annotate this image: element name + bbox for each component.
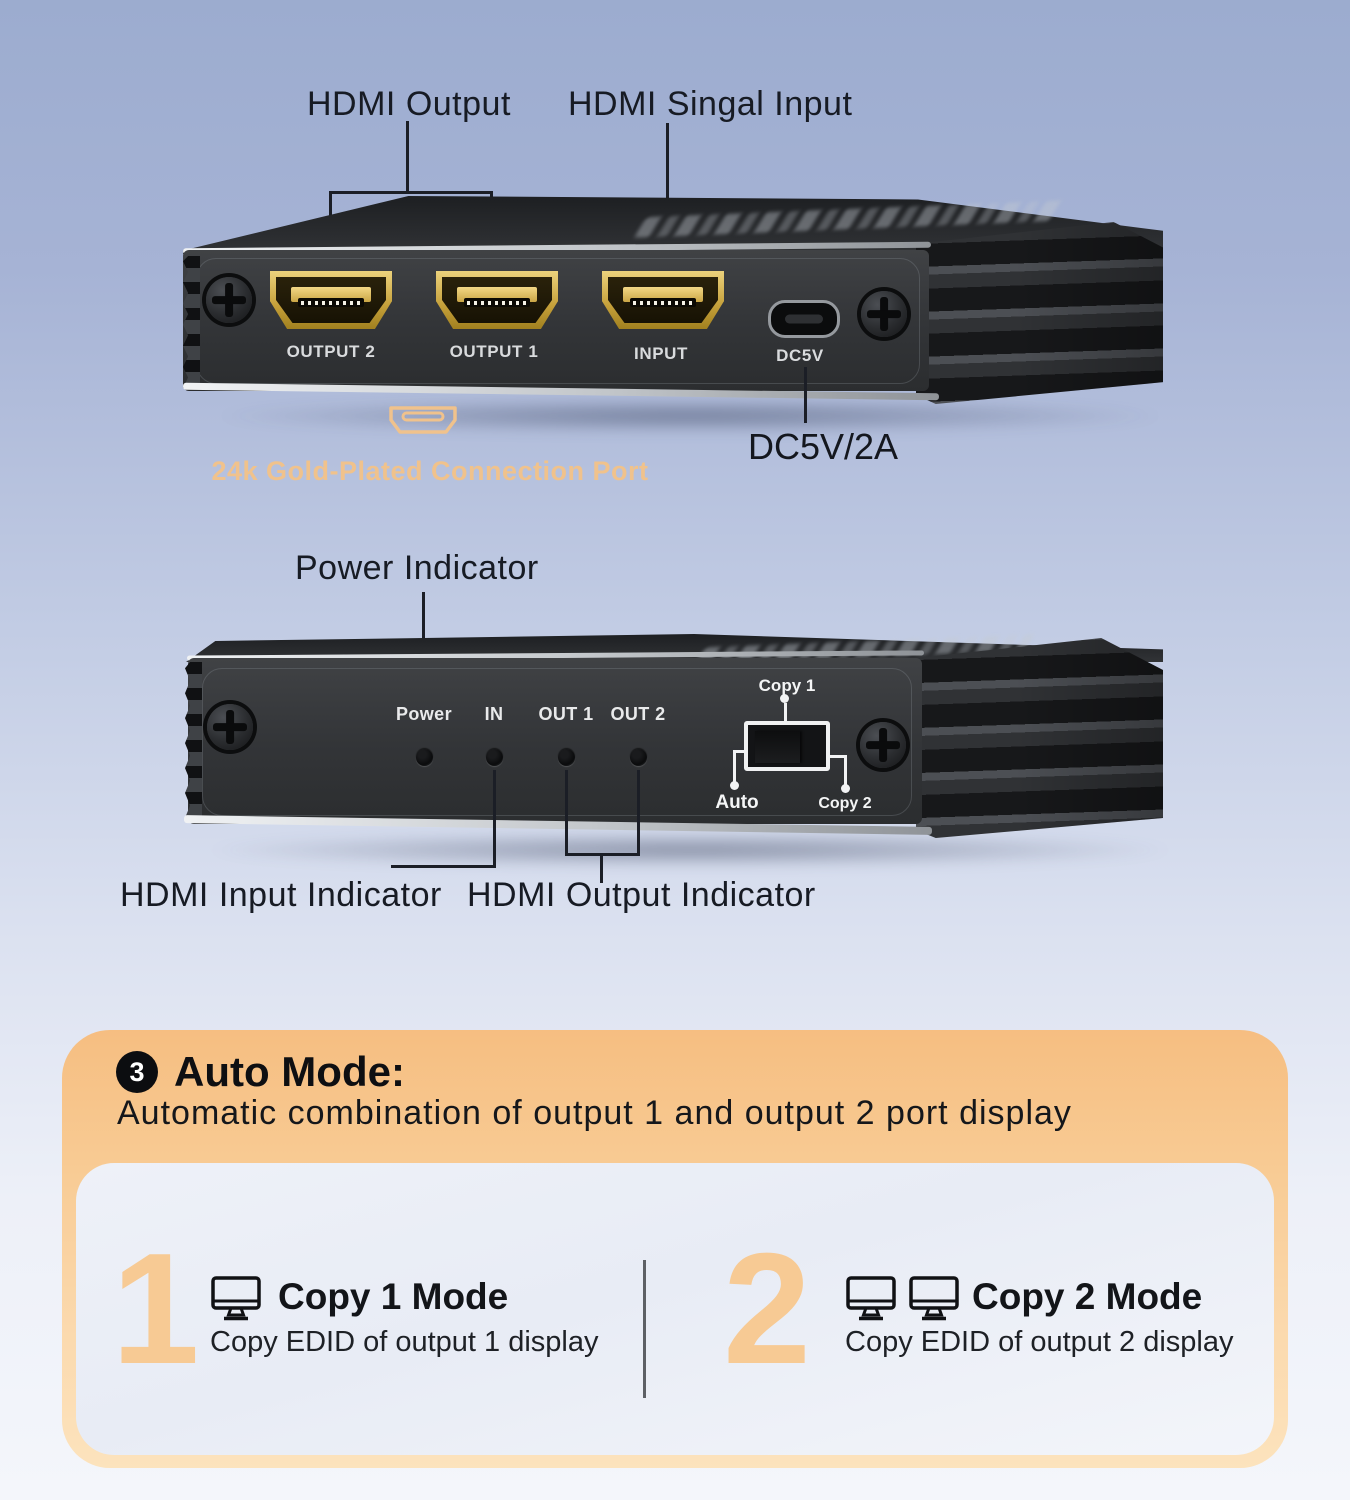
led-label-out2: OUT 2 [610,704,666,724]
switch-dot [730,781,739,790]
callout-line [804,367,807,423]
callout-line [493,770,496,868]
heatsink-fins [916,222,1163,404]
switch-line [784,703,787,722]
switch-line [733,750,736,783]
led-label-out1: OUT 1 [538,704,594,724]
usb-c-port [768,300,840,338]
hdmi-signal-input-callout: HDMI Singal Input [568,85,853,123]
circled-3-badge: 3 [116,1051,158,1093]
callout-line [637,770,640,856]
gold-plated-note: 24k Gold-Plated Connection Port [211,456,649,486]
device-shadow [200,832,1180,868]
screw-icon [861,291,907,337]
callout-line [406,121,409,194]
hdmi-port-input [602,271,724,329]
switch-label-auto: Auto [715,792,759,813]
card-title: Auto Mode: [174,1048,405,1095]
screw-icon [207,704,253,750]
monitor-icon [909,1276,959,1321]
led-indicator-power [416,749,433,766]
column-divider [643,1260,646,1398]
monitor-icon [846,1276,896,1321]
switch-label-copy2: Copy 2 [818,795,872,812]
mode-desc-2: Copy EDID of output 2 display [845,1326,1234,1358]
callout-line [391,865,496,868]
switch-line [829,755,847,758]
mode-desc-1: Copy EDID of output 1 display [210,1326,599,1358]
screw-icon [206,277,252,323]
led-indicator-out2 [630,749,647,766]
mode-title-1: Copy 1 Mode [278,1276,509,1317]
card-subtitle: Automatic combination of output 1 and ou… [117,1094,1072,1132]
mode-number-1: 1 [111,1221,200,1397]
switch-knob [755,731,800,763]
port-label-output2: OUTPUT 2 [286,342,376,361]
port-label-output1: OUTPUT 1 [449,342,539,361]
callout-line [600,853,603,883]
hdmi-port-output1 [436,271,558,329]
face-rim [202,668,912,816]
heatsink-fins [916,638,1163,838]
callout-line [329,191,493,194]
device-shadow [210,398,1170,434]
switch-dot [780,694,789,703]
mode-number-2: 2 [723,1221,811,1397]
hdmi-output-callout: HDMI Output [307,85,511,123]
dc-power-note: DC5V/2A [747,426,899,467]
hdmi-port-output2 [270,271,392,329]
power-indicator-callout: Power Indicator [295,549,539,587]
switch-line [733,750,746,753]
port-label-dc5v: DC5V [776,346,824,365]
screw-icon [860,722,906,768]
led-label-power: Power [395,704,453,724]
callout-line [565,770,568,856]
mode-title-2: Copy 2 Mode [972,1276,1203,1317]
switch-line [844,755,847,786]
switch-dot [841,784,850,793]
led-label-in: IN [484,704,504,724]
hdmi-connector-icon [389,406,457,434]
slide-switch [744,721,830,771]
monitor-icon [211,1276,261,1321]
switch-label-copy1: Copy 1 [758,676,816,695]
modes-panel [76,1163,1274,1455]
port-label-input: INPUT [634,344,688,363]
led-indicator-out1 [558,749,575,766]
hdmi-output-indicator-callout: HDMI Output Indicator [467,876,816,914]
led-indicator-in [486,749,503,766]
hdmi-input-indicator-callout: HDMI Input Indicator [120,876,442,914]
